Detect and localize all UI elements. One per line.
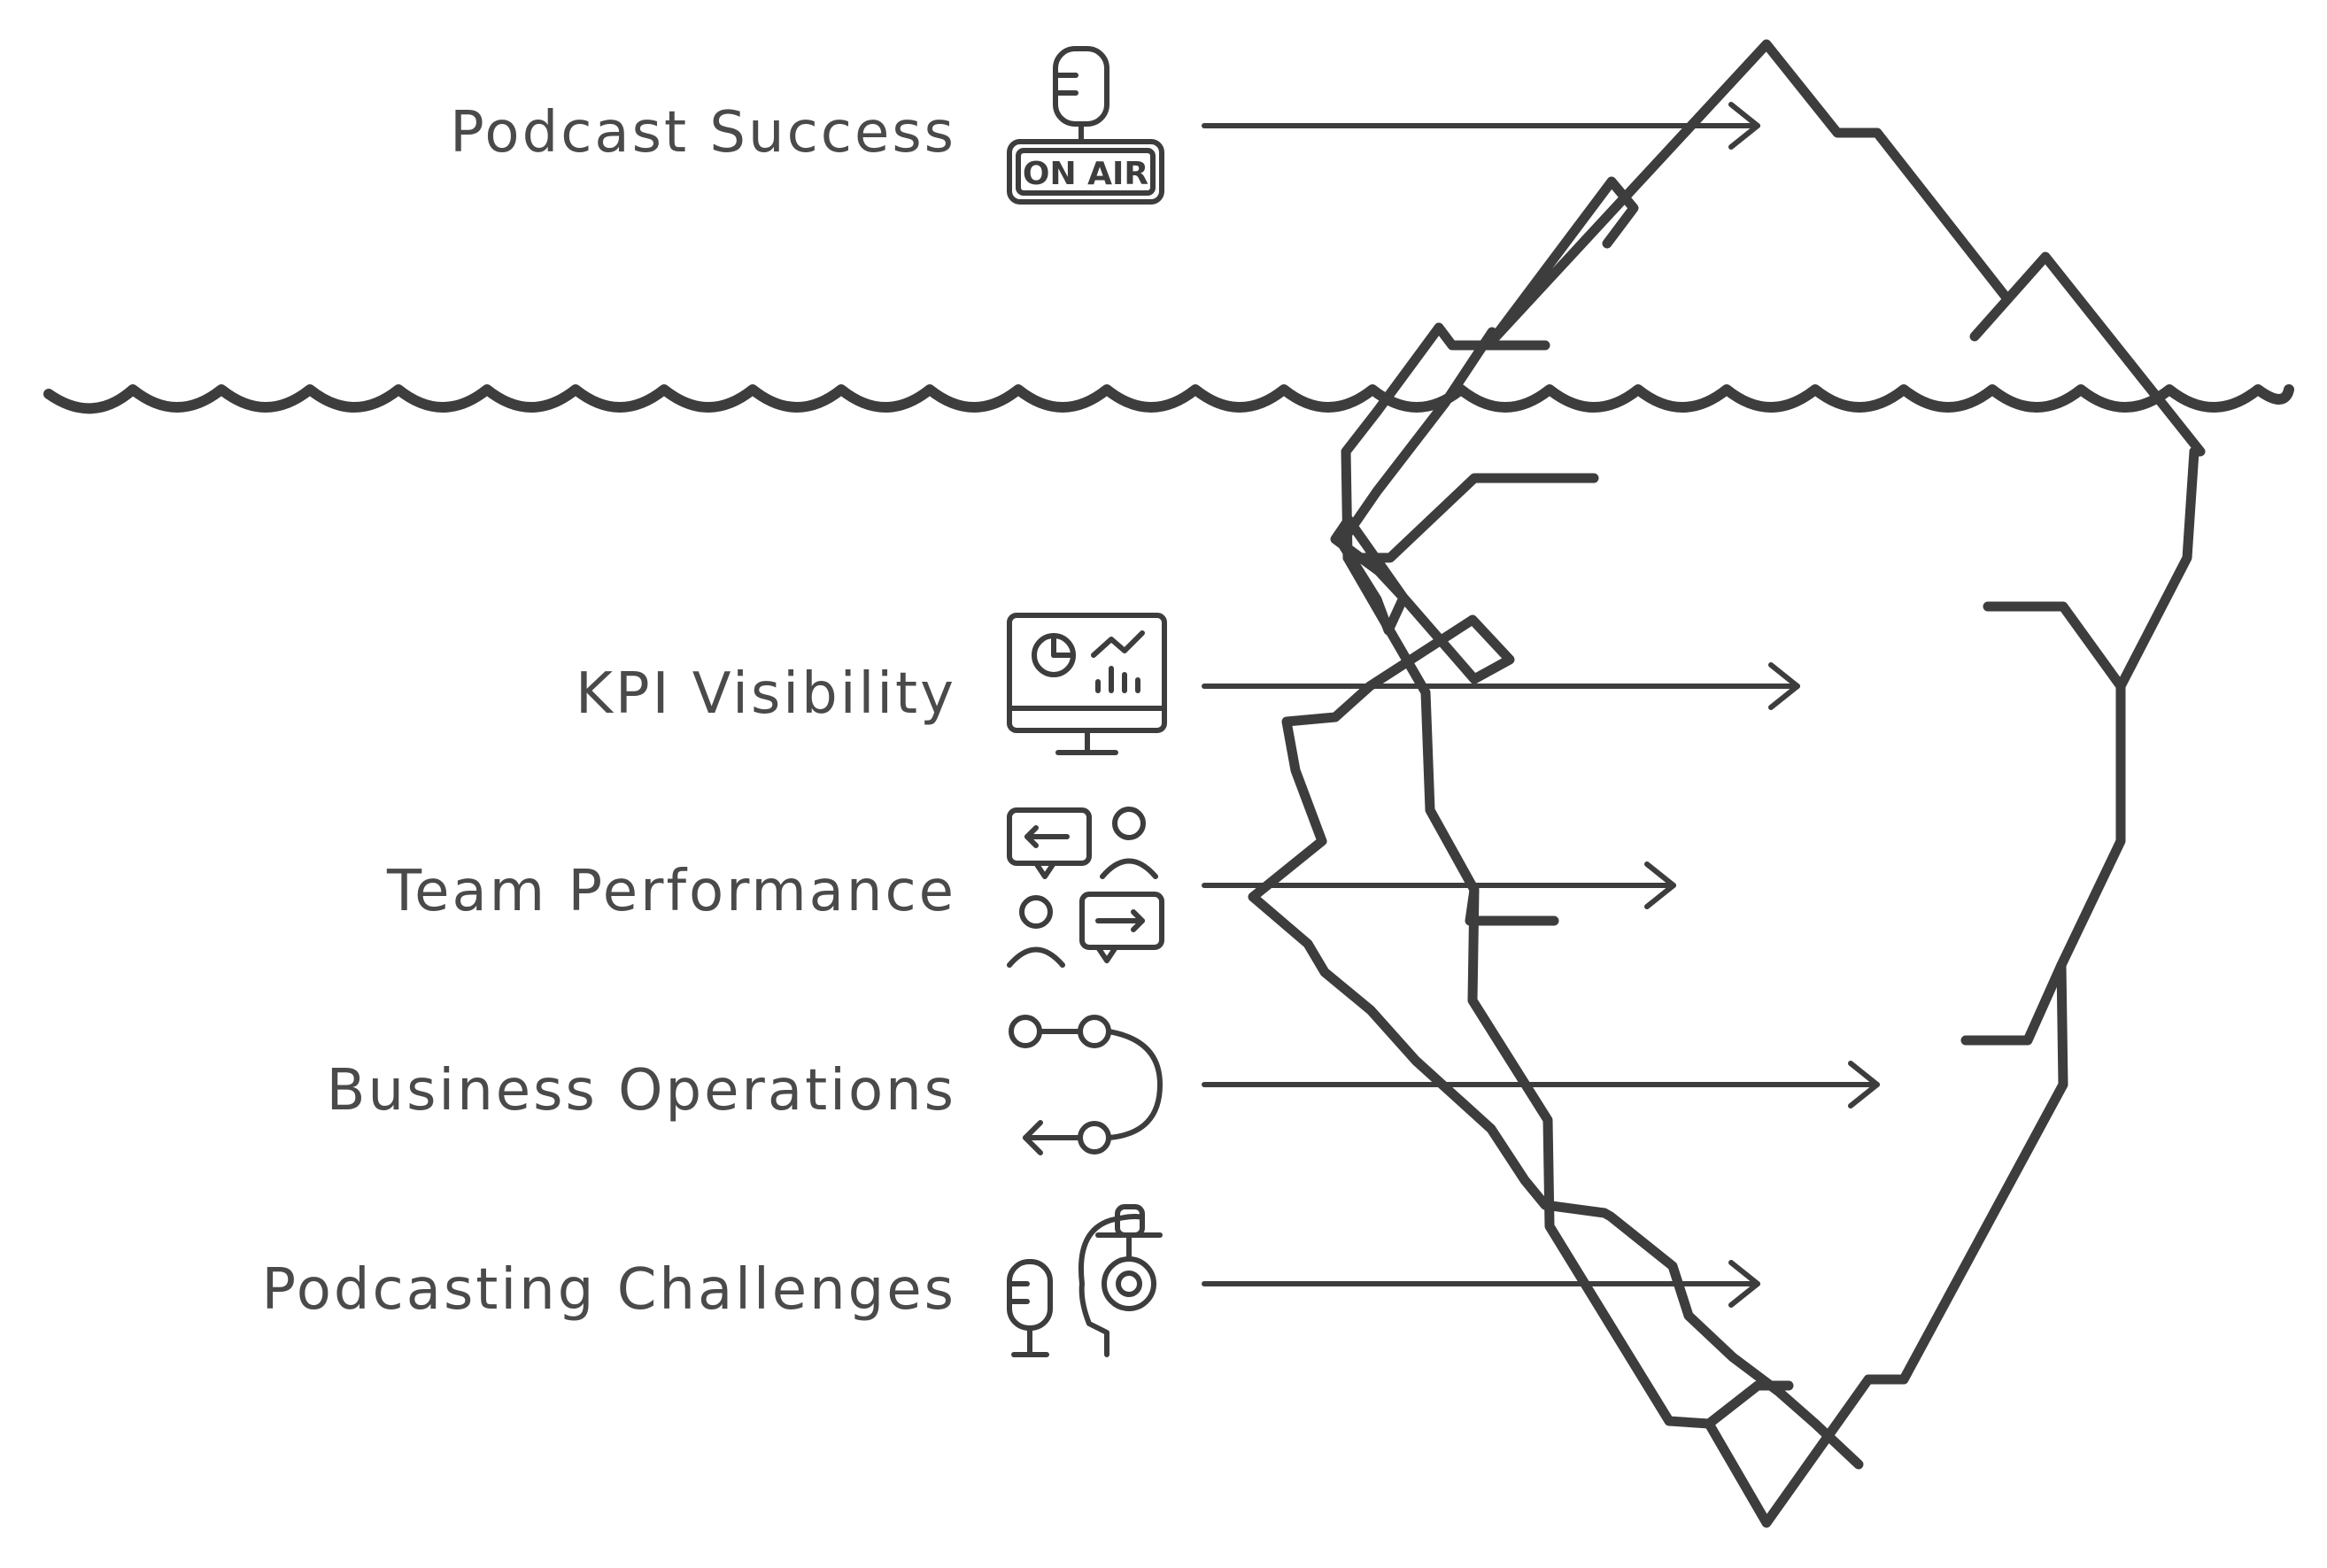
on-air-microphone-icon: ON AIR xyxy=(1007,46,1164,205)
label-kpi-visibility: KPI Visibility xyxy=(576,661,956,727)
process-flow-icon xyxy=(1009,1015,1163,1155)
water-line xyxy=(43,384,2294,414)
arrow-podcast-success xyxy=(1202,102,1760,150)
iceberg-outline xyxy=(1248,327,1864,1470)
dashboard-monitor-icon xyxy=(1007,613,1167,755)
label-business-operations: Business Operations xyxy=(326,1058,956,1124)
arrows xyxy=(1202,102,1880,1308)
label-team-performance: Team Performance xyxy=(386,859,956,924)
iceberg-shape xyxy=(1341,39,2206,1528)
team-communication-icon xyxy=(1007,807,1164,968)
arrow-team-performance xyxy=(1202,861,1676,909)
on-air-text: ON AIR xyxy=(1023,156,1148,192)
label-podcasting-challenges: Podcasting Challenges xyxy=(261,1257,956,1323)
label-podcast-success: Podcast Success xyxy=(450,100,956,166)
arrow-business-operations xyxy=(1202,1061,1880,1108)
mic-head-target-icon xyxy=(1007,1204,1163,1357)
arrow-podcasting-challenges xyxy=(1202,1260,1760,1308)
arrow-kpi-visibility xyxy=(1202,662,1800,710)
